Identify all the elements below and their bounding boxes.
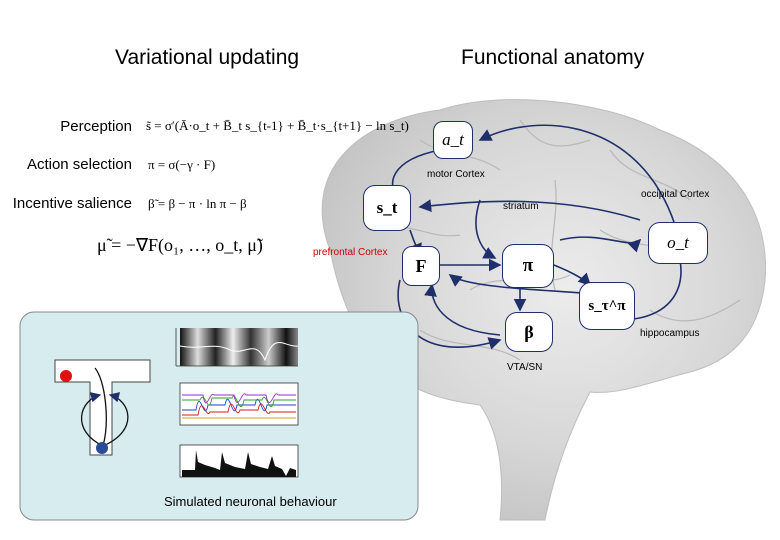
region-occipital-cortex: occipital Cortex: [641, 189, 710, 200]
plot-bars: [179, 444, 299, 478]
equation-perception: s̃ = σ′(Ā·o_t + B̄_t s_{t-1} + B̄_t·s_{t…: [146, 118, 409, 133]
node-free-energy: F: [402, 246, 440, 286]
equation-update: μ̃ = −∇F(o₁, …, o_t, μ̃): [97, 235, 263, 255]
node-policy: π: [502, 244, 554, 288]
equation-action-selection: π = σ(−γ · F): [148, 157, 216, 172]
start-red-dot: [60, 370, 72, 382]
region-vta-sn: VTA/SN: [507, 362, 543, 373]
plot-traces: [179, 382, 299, 426]
region-striatum: striatum: [503, 201, 539, 212]
brain-image: [321, 99, 767, 521]
region-prefrontal-cortex: prefrontal Cortex: [313, 247, 388, 258]
node-observations: o_t: [648, 222, 708, 264]
right-title: Functional anatomy: [461, 46, 645, 69]
agent-blue-dot: [96, 442, 108, 454]
node-action: a_t: [433, 121, 473, 159]
region-motor-cortex: motor Cortex: [427, 169, 485, 180]
row-label-incentive-salience: Incentive salience: [12, 195, 132, 212]
region-hippocampus: hippocampus: [640, 328, 700, 339]
plot-raster: [175, 328, 299, 367]
node-states: s_t: [363, 185, 411, 231]
row-label-perception: Perception: [60, 118, 132, 135]
equation-incentive-salience: β̃ = β − π · ln π − β: [148, 196, 247, 211]
row-label-action-selection: Action selection: [26, 156, 132, 173]
node-hidden-states-policy: s_τ^π: [579, 282, 635, 330]
simulation-caption: Simulated neuronal behaviour: [164, 494, 337, 509]
left-title: Variational updating: [115, 46, 300, 69]
maze-diagram: [54, 359, 151, 456]
node-precision: β: [505, 312, 553, 352]
